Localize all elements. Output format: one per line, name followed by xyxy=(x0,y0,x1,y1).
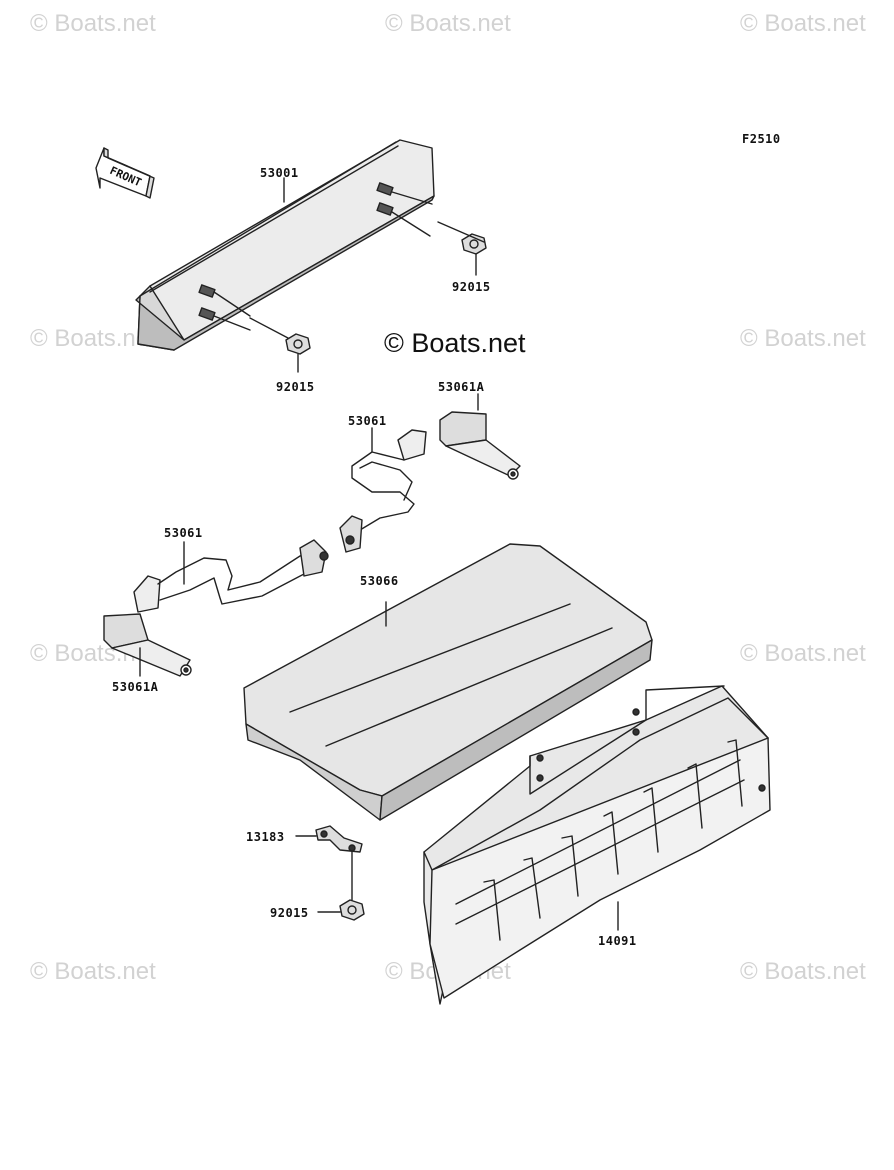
part-label-92015-left[interactable]: 92015 xyxy=(276,380,315,394)
part-53061A-top xyxy=(439,393,521,480)
part-label-13183[interactable]: 13183 xyxy=(246,830,285,844)
front-arrow-icon: FRONT xyxy=(95,147,155,199)
watermark: © Boats.net xyxy=(740,10,866,37)
watermark-main: © Boats.net xyxy=(384,328,526,358)
part-53061A-bottom xyxy=(103,613,192,677)
part-label-53066[interactable]: 53066 xyxy=(360,574,399,588)
part-53001-box xyxy=(135,139,435,351)
part-label-53061A-bottom[interactable]: 53061A xyxy=(112,680,159,694)
stud-icon xyxy=(198,182,394,321)
part-label-92015-bottom[interactable]: 92015 xyxy=(270,906,309,920)
part-53061-lower xyxy=(133,539,329,613)
part-53061-upper xyxy=(339,427,427,553)
part-53066-pad xyxy=(243,543,653,821)
part-label-53061-upper[interactable]: 53061 xyxy=(348,414,387,428)
part-label-92015-right[interactable]: 92015 xyxy=(452,280,491,294)
part-label-53061-lower[interactable]: 53061 xyxy=(164,526,203,540)
nut-icon xyxy=(317,899,365,921)
watermark: © Boats.net xyxy=(740,640,866,667)
watermark: © Boats.net xyxy=(385,10,511,37)
watermark: © Boats.net xyxy=(740,325,866,352)
part-13183-clip xyxy=(295,825,363,901)
watermark: © Boats.net xyxy=(30,958,156,985)
nut-icon xyxy=(437,221,487,276)
watermark: © Boats.net xyxy=(30,10,156,37)
part-label-14091[interactable]: 14091 xyxy=(598,934,637,948)
nut-icon xyxy=(249,317,311,373)
watermark: © Boats.net xyxy=(30,325,156,352)
diagram-code: F2510 xyxy=(742,132,781,146)
part-label-53001[interactable]: 53001 xyxy=(260,166,299,180)
watermark: © Boats.net xyxy=(740,958,866,985)
part-label-53061A-top[interactable]: 53061A xyxy=(438,380,485,394)
part-14091-shield xyxy=(423,685,771,1005)
